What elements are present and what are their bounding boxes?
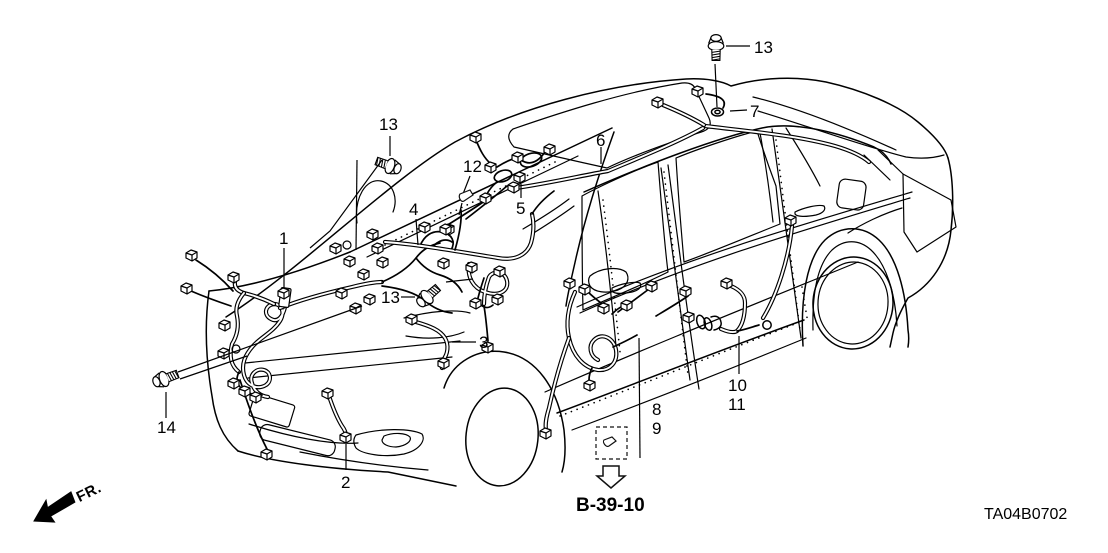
svg-text:13: 13	[381, 288, 400, 307]
svg-text:8: 8	[652, 400, 661, 419]
svg-text:TA04B0702: TA04B0702	[984, 506, 1067, 523]
svg-text:3: 3	[479, 333, 488, 352]
svg-text:6: 6	[596, 131, 605, 150]
svg-text:5: 5	[516, 199, 525, 218]
svg-text:13: 13	[379, 115, 398, 134]
svg-text:FR.: FR.	[74, 479, 105, 506]
svg-text:1: 1	[279, 229, 288, 248]
svg-text:10: 10	[728, 376, 747, 395]
svg-text:13: 13	[754, 38, 773, 57]
svg-text:11: 11	[728, 395, 746, 414]
svg-text:7: 7	[750, 102, 759, 121]
svg-text:14: 14	[157, 418, 176, 437]
svg-text:2: 2	[341, 473, 350, 492]
svg-text:9: 9	[652, 419, 661, 438]
svg-text:4: 4	[409, 200, 418, 219]
svg-text:B-39-10: B-39-10	[576, 495, 645, 516]
svg-text:12: 12	[463, 157, 482, 176]
